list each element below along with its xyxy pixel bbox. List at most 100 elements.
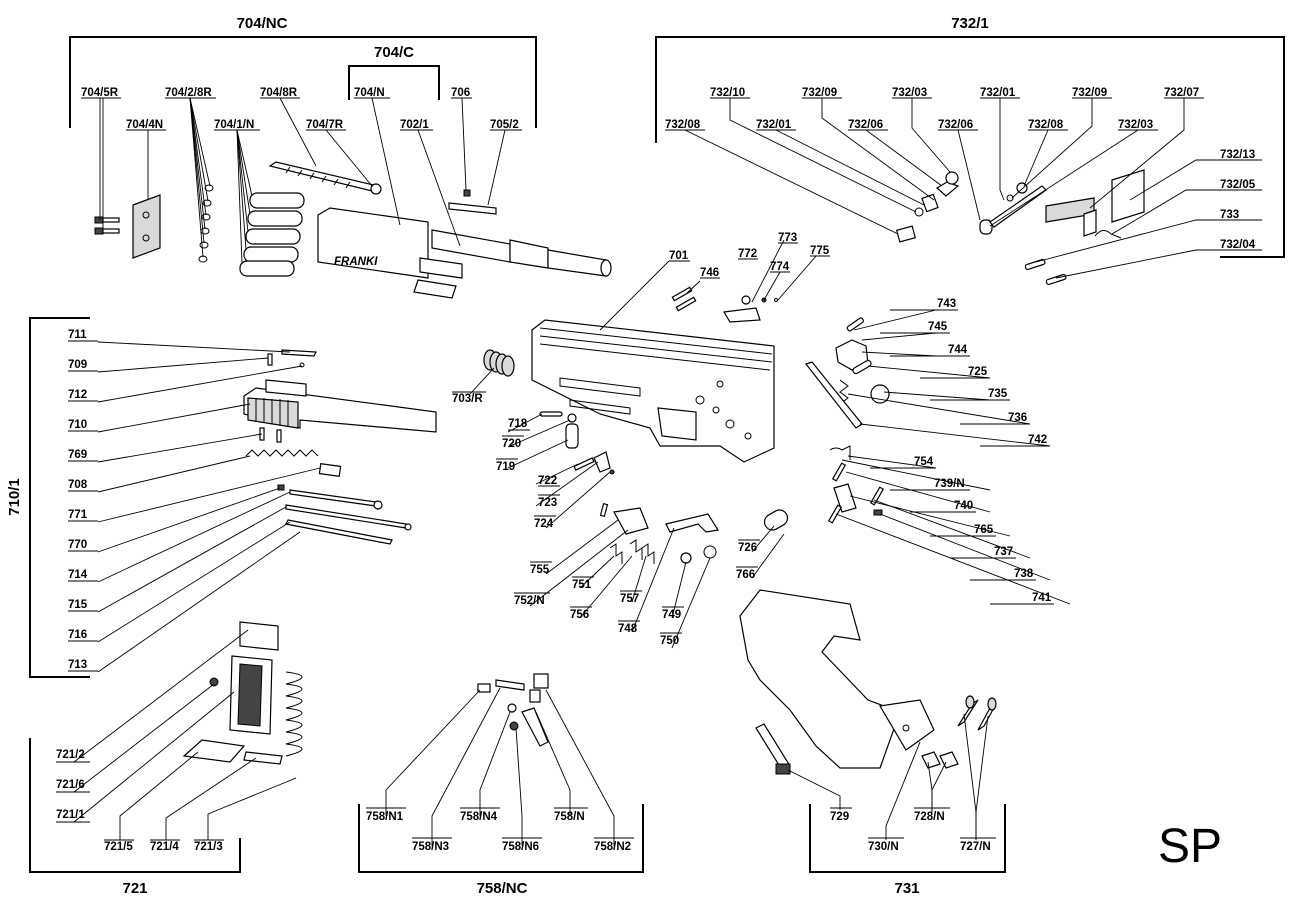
part-label: 732/07 (1164, 87, 1199, 99)
part-label: 732/05 (1220, 179, 1256, 191)
grip-plate-drawing (132, 194, 161, 259)
part-label: 704/7R (306, 119, 344, 131)
part-label: 704/2/8R (165, 87, 212, 99)
part-label: 711 (68, 329, 87, 341)
part-label: 736 (1008, 412, 1027, 424)
group-label-710-1: 710/1 (6, 478, 23, 516)
part-label: 704/5R (81, 87, 119, 99)
grip-731 (739, 589, 997, 775)
part-label: 755 (530, 564, 550, 576)
threaded-rod-704-8r (268, 161, 382, 195)
group-label-704-nc: 704/NC (237, 15, 288, 32)
group-704-c: 704/C (348, 44, 440, 100)
part-drawings: FRANKI (94, 161, 1145, 775)
part-label: 732/06 (848, 119, 883, 131)
part-label: 704/1/N (214, 119, 254, 131)
part-label: 733 (1220, 209, 1239, 221)
group-731: 731 (809, 804, 1006, 897)
part-label: 771 (68, 509, 88, 521)
part-label: 713 (68, 659, 87, 671)
part-label: 772 (738, 248, 757, 260)
part-label: 721/3 (194, 841, 223, 853)
part-label: 722 (538, 475, 557, 487)
part-label: 732/04 (1220, 239, 1256, 251)
part-label: 714 (68, 569, 88, 581)
part-label: 732/08 (665, 119, 701, 131)
part-label: 773 (778, 232, 797, 244)
part-label: 704/8R (260, 87, 298, 99)
part-label: 715 (68, 599, 88, 611)
part-label: 737 (994, 546, 1013, 558)
part-label: 732/13 (1220, 149, 1255, 161)
group-710-1: 710/1 (6, 317, 90, 678)
part-label: 770 (68, 539, 87, 551)
part-label: 746 (700, 267, 719, 279)
part-label: 718 (508, 418, 528, 430)
part-label: 739/N (934, 478, 965, 490)
part-label: 721/1 (56, 809, 85, 821)
part-label: 752/N (514, 595, 545, 607)
part-label: 727/N (960, 841, 991, 853)
weight-housing-704-n: FRANKI (317, 207, 463, 299)
part-label: 732/06 (938, 119, 973, 131)
part-label: 743 (937, 298, 956, 310)
part-label: 720 (502, 438, 521, 450)
svg-text:FRANKI: FRANKI (334, 256, 378, 268)
part-label: 732/01 (980, 87, 1016, 99)
part-label: 709 (68, 359, 87, 371)
part-label: 738 (1014, 568, 1034, 580)
part-label: 758/N6 (502, 841, 539, 853)
part-label: 732/01 (756, 119, 792, 131)
part-label: 735 (988, 388, 1008, 400)
part-label: 758/N (554, 811, 585, 823)
part-label: 757 (620, 593, 639, 605)
part-label: 706 (451, 87, 470, 99)
part-label: 742 (1028, 434, 1047, 446)
part-label: 701 (669, 250, 689, 262)
part-label: 716 (68, 629, 87, 641)
part-label: 750 (660, 635, 679, 647)
brand-mark: SP (1158, 820, 1222, 873)
part-label: 732/03 (1118, 119, 1153, 131)
group-704-nc: 704/NC (69, 15, 537, 128)
part-label: 769 (68, 449, 87, 461)
hammer-parts (805, 317, 890, 524)
part-label: 712 (68, 389, 87, 401)
part-label: 740 (954, 500, 973, 512)
group-label-732-1: 732/1 (951, 15, 989, 32)
group-721: 721 (29, 738, 241, 897)
part-label: 721/6 (56, 779, 85, 791)
part-label: 732/09 (1072, 87, 1107, 99)
screw-drawings-704-5r (94, 216, 120, 235)
magazine-721 (182, 621, 303, 765)
clip-705-2 (448, 189, 497, 215)
slide-small-parts (245, 353, 412, 545)
part-label: 732/08 (1028, 119, 1064, 131)
part-label: 765 (974, 524, 994, 536)
part-label: 704/4N (126, 119, 163, 131)
part-number-labels: 704/5R 704/2/8R 704/8R 704/N 706 704/4N … (56, 87, 1262, 853)
part-label: 754 (914, 456, 934, 468)
group-label-721: 721 (122, 880, 147, 897)
part-label: 732/10 (710, 87, 745, 99)
group-758-nc: 758/NC (358, 804, 644, 897)
part-label: 758/N2 (594, 841, 631, 853)
part-label: 730/N (868, 841, 899, 853)
slide-710 (243, 349, 437, 433)
part-label: 723 (538, 497, 557, 509)
part-label: 741 (1032, 592, 1052, 604)
part-label: 732/03 (892, 87, 927, 99)
leader-lines (73, 97, 1262, 846)
part-label: 724 (534, 518, 554, 530)
group-732-1: 732/1 (655, 15, 1285, 258)
part-label: 705/2 (490, 119, 519, 131)
part-label: 719 (496, 461, 515, 473)
part-label: 702/1 (400, 119, 429, 131)
part-label: 726 (738, 542, 757, 554)
part-label: 725 (968, 366, 988, 378)
part-label: 774 (770, 261, 790, 273)
part-label: 748 (618, 623, 638, 635)
part-label: 708 (68, 479, 88, 491)
part-label: 728/N (914, 811, 945, 823)
